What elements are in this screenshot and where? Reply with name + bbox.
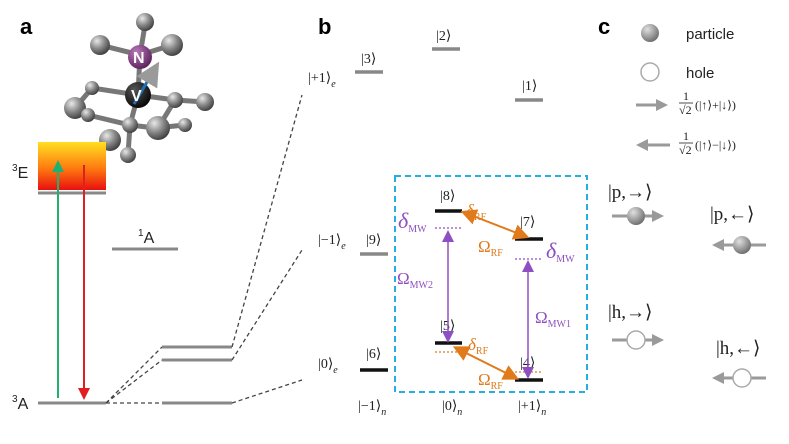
- particle-left-icon: [733, 236, 751, 254]
- hole-right-icon: [626, 330, 646, 350]
- state-3-label: |3⟩: [361, 52, 376, 67]
- ket-p-left: |p,←⟩: [710, 204, 754, 225]
- svg-text:√2: √2: [679, 103, 692, 117]
- svg-text:√2: √2: [679, 143, 692, 157]
- state-8-label: |8⟩: [440, 189, 455, 204]
- nv-molecule: N V: [64, 13, 214, 163]
- ground-state-label: 3A: [12, 394, 29, 413]
- svg-text:|+1⟩e: |+1⟩e: [308, 71, 336, 90]
- svg-text:(|↑⟩+|↓⟩): (|↑⟩+|↓⟩): [695, 98, 736, 112]
- transition-box: [394, 175, 588, 393]
- state-6-label: |6⟩: [366, 347, 381, 362]
- h-left-arrowhead-icon: [712, 372, 724, 384]
- ket-minus1-n: |−1⟩n: [358, 399, 386, 418]
- svg-text:(|↑⟩−|↓⟩): (|↑⟩−|↓⟩): [695, 138, 736, 152]
- panel-label-b: b: [318, 14, 331, 39]
- p-right-arrowhead-icon: [652, 210, 664, 222]
- right-arrowhead-icon: [656, 99, 668, 111]
- omega-rf-top: ΩRF: [478, 237, 503, 259]
- p-left-arrowhead-icon: [712, 239, 724, 251]
- ground-splitting-lines: [105, 346, 163, 404]
- excitation-arrowhead-icon: [52, 160, 64, 172]
- svg-text:|−1⟩e: |−1⟩e: [318, 233, 346, 252]
- ket-0-e: |0⟩e: [318, 357, 338, 376]
- ket-h-left: |h,←⟩: [716, 338, 760, 359]
- omega-mw1: ΩMW1: [535, 308, 571, 330]
- delta-mw-left: δMW: [398, 208, 427, 235]
- emission-arrowhead-icon: [78, 388, 90, 400]
- state-7-label: |7⟩: [520, 215, 535, 230]
- ket-plus1-n: |+1⟩n: [518, 399, 546, 418]
- omega-mw2: ΩMW2: [397, 269, 433, 291]
- rf-arrow-top: [460, 209, 530, 240]
- ket-minus1-e: |−1⟩e: [318, 233, 346, 252]
- hole-left-icon: [732, 368, 752, 388]
- connector-lines: [231, 94, 303, 404]
- state-2-label: |2⟩: [436, 29, 451, 44]
- svg-text:|0⟩e: |0⟩e: [318, 357, 338, 376]
- delta-mw-right: δMW: [546, 238, 575, 265]
- particle-icon: [641, 24, 659, 42]
- state-9-label: |9⟩: [366, 233, 381, 248]
- ket-plus1-e: |+1⟩e: [308, 71, 336, 90]
- left-arrowhead-icon: [636, 139, 648, 151]
- atom-label-n: N: [133, 50, 145, 67]
- excited-state-label: 3E: [12, 163, 28, 182]
- panel-label-c: c: [598, 14, 610, 39]
- h-right-arrowhead-icon: [652, 334, 664, 346]
- state-1-label: |1⟩: [522, 79, 537, 94]
- ket-0-n: |0⟩n: [442, 399, 462, 418]
- spin-arrow-icon: [132, 61, 160, 105]
- panel-label-a: a: [20, 14, 33, 39]
- svg-text:1: 1: [683, 89, 689, 103]
- ket-p-right: |p,→⟩: [608, 182, 652, 203]
- hole-label: hole: [686, 65, 714, 82]
- hole-icon: [640, 62, 660, 82]
- delta-rf-top: δRF: [466, 201, 487, 223]
- particle-label: particle: [686, 26, 734, 43]
- svg-text:1: 1: [683, 129, 689, 143]
- excited-state-band: [38, 142, 106, 190]
- particle-right-icon: [627, 207, 645, 225]
- rf-arrow-bottom: [452, 346, 520, 380]
- ket-h-right: |h,→⟩: [608, 302, 652, 323]
- antisymmetric-state-expr: 1 √2 (|↑⟩−|↓⟩): [679, 129, 736, 157]
- symmetric-state-expr: 1 √2 (|↑⟩+|↓⟩): [679, 89, 736, 117]
- omega-rf-bottom: ΩRF: [478, 370, 503, 392]
- singlet-label: 1A: [138, 228, 155, 247]
- atom-label-v: V: [131, 88, 142, 105]
- delta-rf-bottom: δRF: [468, 335, 489, 357]
